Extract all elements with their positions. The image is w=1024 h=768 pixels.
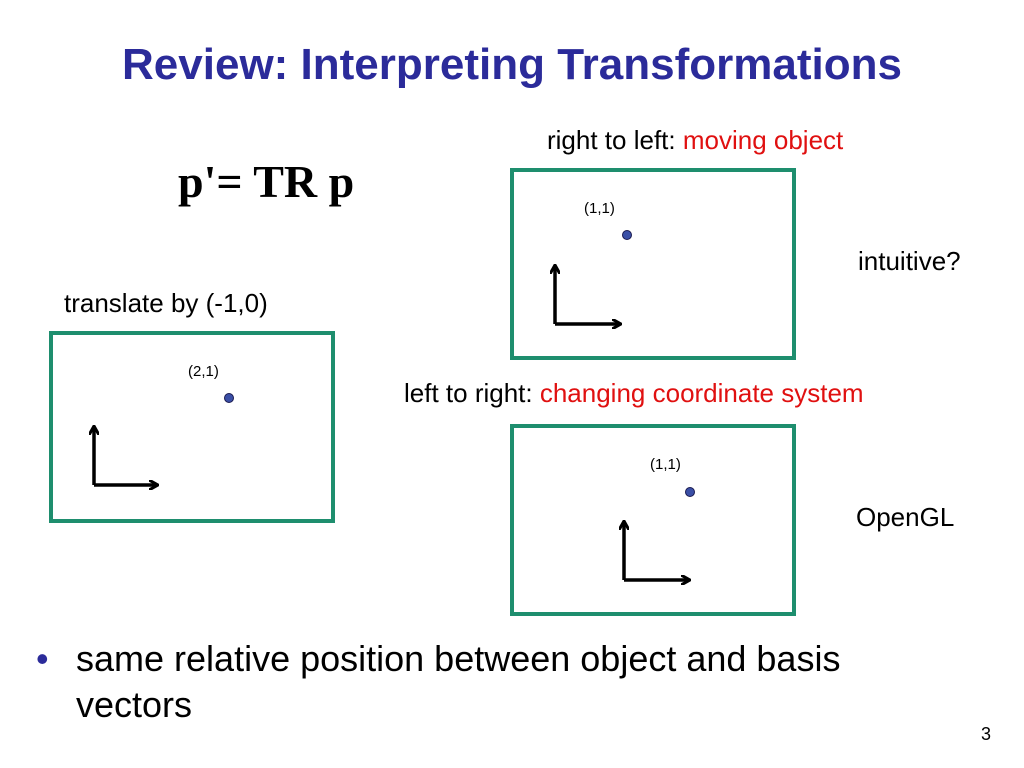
bottom-right-caption-highlight: changing coordinate system [539, 378, 864, 408]
top-right-point-label: (1,1) [584, 200, 615, 217]
bottom-right-axes-arrows-icon [514, 428, 792, 612]
top-right-caption: right to left: moving object [547, 125, 843, 156]
left-panel-caption: translate by (-1,0) [64, 288, 268, 318]
top-right-caption-prefix: right to left: [547, 125, 683, 155]
top-right-axes-arrows-icon [514, 172, 792, 356]
top-right-side-note: intuitive? [858, 246, 961, 276]
bottom-right-point-label: (1,1) [650, 456, 681, 473]
page-number: 3 [980, 724, 991, 744]
left-point-label: (2,1) [188, 363, 219, 380]
bottom-right-caption-prefix: left to right: [404, 378, 540, 408]
bottom-right-point-marker [685, 487, 695, 497]
left-point-marker [224, 393, 234, 403]
transformation-equation: p'= TR p [178, 156, 355, 207]
bullet-text: same relative position between object an… [76, 638, 841, 725]
top-right-caption-highlight: moving object [682, 125, 844, 155]
left-axes-arrows-icon [53, 335, 331, 519]
bullet-dot-icon: • [36, 638, 49, 679]
bottom-right-side-note: OpenGL [856, 502, 955, 532]
slide-title: Review: Interpreting Transformations [122, 40, 902, 89]
top-right-point-marker [622, 230, 632, 240]
top-right-coordinate-frame: (1,1) [510, 168, 796, 360]
bottom-right-coordinate-frame: (1,1) [510, 424, 796, 616]
bottom-right-caption: left to right: changing coordinate syste… [404, 378, 864, 409]
left-coordinate-frame: (2,1) [49, 331, 335, 523]
